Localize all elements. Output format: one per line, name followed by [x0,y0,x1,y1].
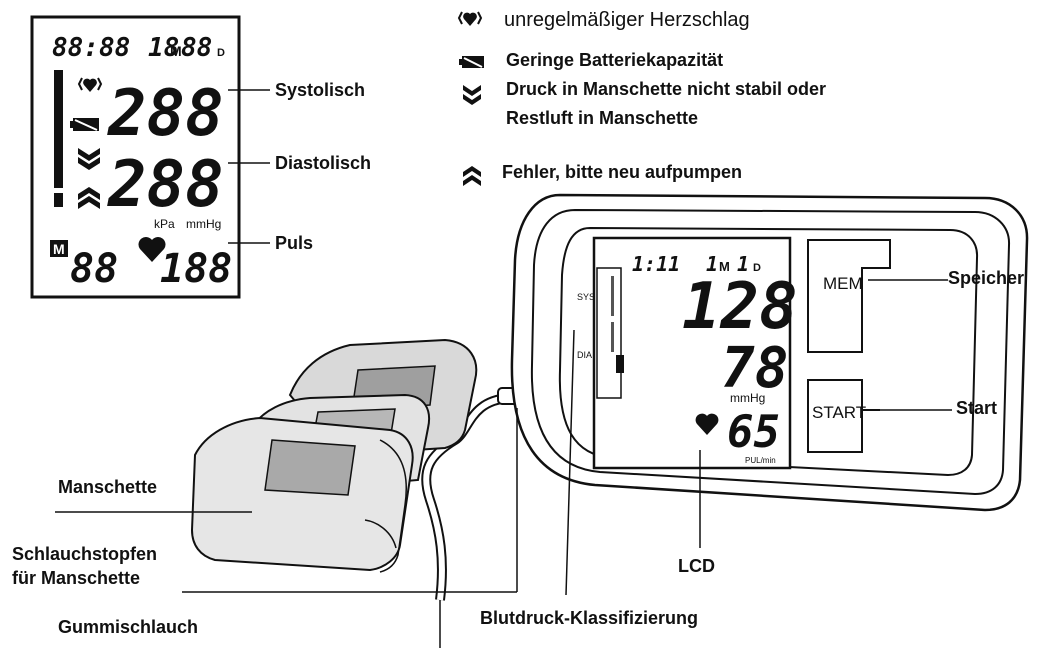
mem-button[interactable] [807,239,891,353]
lcd-detail-panel: 88:88 18 M 88 D 288 288 [30,15,371,299]
lcd-detail-systolic-digits: 288 [107,77,224,151]
legend-irregular-heartbeat-text: unregelmäßiger Herzschlag [504,9,750,31]
lcd-detail-memory-badge [50,240,68,257]
device-classification-marker [616,355,624,373]
symbol-legend: unregelmäßiger Herzschlag Geringe Batter… [457,9,826,186]
label-diastolic: Diastolisch [275,153,371,173]
mem-button-label: MEM [823,274,863,293]
lcd-detail-time: 88:88 [52,33,130,63]
label-systolic: Systolisch [275,80,365,100]
device-lcd-diastolic: 78 [721,336,788,401]
start-button-label: START [812,403,866,422]
legend-pressure-text-line2: Restluft in Manschette [506,108,698,128]
device-lcd-heart-icon [695,413,719,435]
lcd-detail-battery-icon [70,118,99,131]
monitor-device: 1:11 1 M 1 D SYS DIA 128 78 mmHg 65 PUL/… [510,193,1029,512]
lcd-detail-pulse-digits: 188 [160,246,232,292]
legend-inflate-arrow-icon [463,166,481,186]
lcd-detail-irregular-heartbeat-icon [77,77,103,92]
cuff-illustration [190,338,519,601]
lcd-detail-day: 88 [181,33,212,63]
lcd-detail-month-unit: M [170,43,182,59]
legend-irregular-heartbeat-icon [457,11,483,26]
label-start: Start [956,398,997,418]
device-lcd-pulse: 65 [727,407,780,458]
cuff-front [190,416,414,572]
device-lcd-dia-label: DIA [577,350,592,360]
device-lcd-unit: mmHg [730,391,765,405]
lcd-detail-inflate-arrow-icon [78,187,100,209]
device-lcd-pulse-unit: PUL/min [745,456,776,465]
lcd-detail-unit-mmhg: mmHg [186,217,221,231]
device-lcd-time: 1:11 [632,252,680,276]
legend-error-text: Fehler, bitte neu aufpumpen [502,162,742,182]
lcd-detail-classification-bar [54,70,63,188]
lcd-detail-memory-digits: 88 [70,246,118,292]
label-pulse: Puls [275,233,313,253]
callouts: Speicher Start LCD Blutdruck-Klassifizie… [12,268,1024,648]
device-lcd-day-unit: D [753,262,761,274]
lcd-detail-classification-bar-low [54,193,63,207]
legend-battery-text: Geringe Batteriekapazität [506,50,723,70]
lcd-detail-day-unit: D [217,47,225,59]
device-lcd-day: 1 [737,252,749,276]
device-lcd-month: 1 [706,252,718,276]
label-plug-line1: Schlauchstopfen [12,544,157,564]
label-plug-line2: für Manschette [12,568,140,588]
lcd-detail-diastolic-digits: 288 [107,148,224,222]
device-lcd-systolic: 128 [682,270,798,344]
device-lcd-month-unit: M [719,259,730,274]
lcd-detail-memory-badge-label: M [53,241,65,257]
lcd-detail-month: 18 [148,33,179,63]
device-classification-scale [596,267,622,399]
device-lcd-screen [592,236,792,470]
device-lcd-sys-label: SYS [577,292,595,302]
lcd-detail-deflate-arrow-icon [78,148,100,170]
label-cuff: Manschette [58,477,157,497]
label-classification: Blutdruck-Klassifizierung [480,608,698,628]
label-speicher: Speicher [948,268,1024,288]
lcd-detail-pulse-heart-icon [138,236,166,262]
legend-battery-icon [459,56,484,68]
legend-deflate-arrow-icon [463,85,481,105]
label-tube: Gummischlauch [58,617,198,637]
legend-pressure-text-line1: Druck in Manschette nicht stabil oder [506,79,826,99]
lcd-detail-unit-kpa: kPa [154,217,175,231]
label-lcd: LCD [678,556,715,576]
leader-classification [565,329,575,596]
